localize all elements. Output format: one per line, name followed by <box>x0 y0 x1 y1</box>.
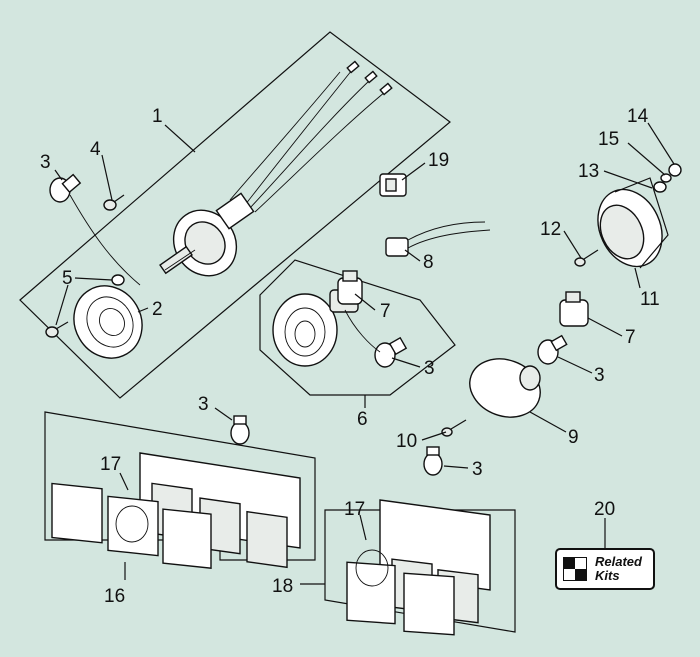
lamp-body-1 <box>159 192 255 277</box>
washer-5 <box>111 274 125 286</box>
callout-2: 2 <box>152 299 163 320</box>
callout-4: 4 <box>90 139 101 160</box>
callout-5: 5 <box>62 268 73 289</box>
bulb-3c <box>230 415 250 445</box>
screw-5 <box>45 321 69 338</box>
callout-3-b: 3 <box>424 358 435 379</box>
callout-12: 12 <box>540 219 561 240</box>
grommet-19 <box>379 173 407 197</box>
housing-11 <box>597 177 669 269</box>
callout-14: 14 <box>627 106 649 127</box>
leader-lines <box>54 122 675 585</box>
callout-15: 15 <box>598 129 619 150</box>
callout-labels: 1 3 4 5 2 19 8 7 3 6 14 15 13 12 11 7 3 … <box>40 106 660 607</box>
bulb-lead <box>69 194 141 286</box>
callout-16: 16 <box>104 586 125 607</box>
callout-1: 1 <box>152 106 163 127</box>
washer-15 <box>660 173 672 183</box>
callout-9: 9 <box>568 427 579 448</box>
callout-7: 7 <box>380 301 391 322</box>
screw-4 <box>103 194 125 211</box>
wire-harness <box>229 60 393 213</box>
screw-10 <box>441 419 467 437</box>
related-kits-icon <box>563 557 587 581</box>
callout-11: 11 <box>640 289 660 310</box>
related-kits-label: Related Kits <box>595 554 642 583</box>
washer-13 <box>653 181 667 193</box>
nut-14 <box>668 163 682 177</box>
callout-10: 10 <box>396 431 417 452</box>
lens-2 <box>73 285 143 359</box>
callout-18: 18 <box>272 576 293 597</box>
bulb-lead-6 <box>344 309 381 353</box>
group-box-6 <box>259 259 456 396</box>
callout-7-b: 7 <box>625 327 636 348</box>
callout-3-e: 3 <box>472 459 483 480</box>
callout-8: 8 <box>423 252 434 273</box>
callout-3: 3 <box>40 152 51 173</box>
bulb-3e <box>423 446 443 476</box>
group-box-1 <box>19 31 451 399</box>
lens-set-18 <box>346 549 455 636</box>
lens-9 <box>469 358 541 418</box>
connector-8 <box>385 221 491 257</box>
bulb-3b <box>374 336 408 368</box>
callout-3-c: 3 <box>594 365 605 386</box>
bulbholder-7a <box>337 270 363 305</box>
callout-17: 17 <box>100 454 121 475</box>
callout-13: 13 <box>578 161 599 182</box>
group-box-16 <box>44 411 316 561</box>
bulbholder-7b <box>559 291 589 327</box>
callout-19: 19 <box>428 150 449 171</box>
callout-3-d: 3 <box>198 394 209 415</box>
callout-6: 6 <box>357 409 368 430</box>
bulb-3a <box>49 173 82 203</box>
callout-17-b: 17 <box>344 499 365 520</box>
lens-set-16 <box>51 482 212 569</box>
related-kits-button[interactable]: Related Kits <box>555 548 655 590</box>
bulb-3d <box>537 334 568 365</box>
callout-20: 20 <box>594 499 615 520</box>
screw-12 <box>574 249 599 267</box>
